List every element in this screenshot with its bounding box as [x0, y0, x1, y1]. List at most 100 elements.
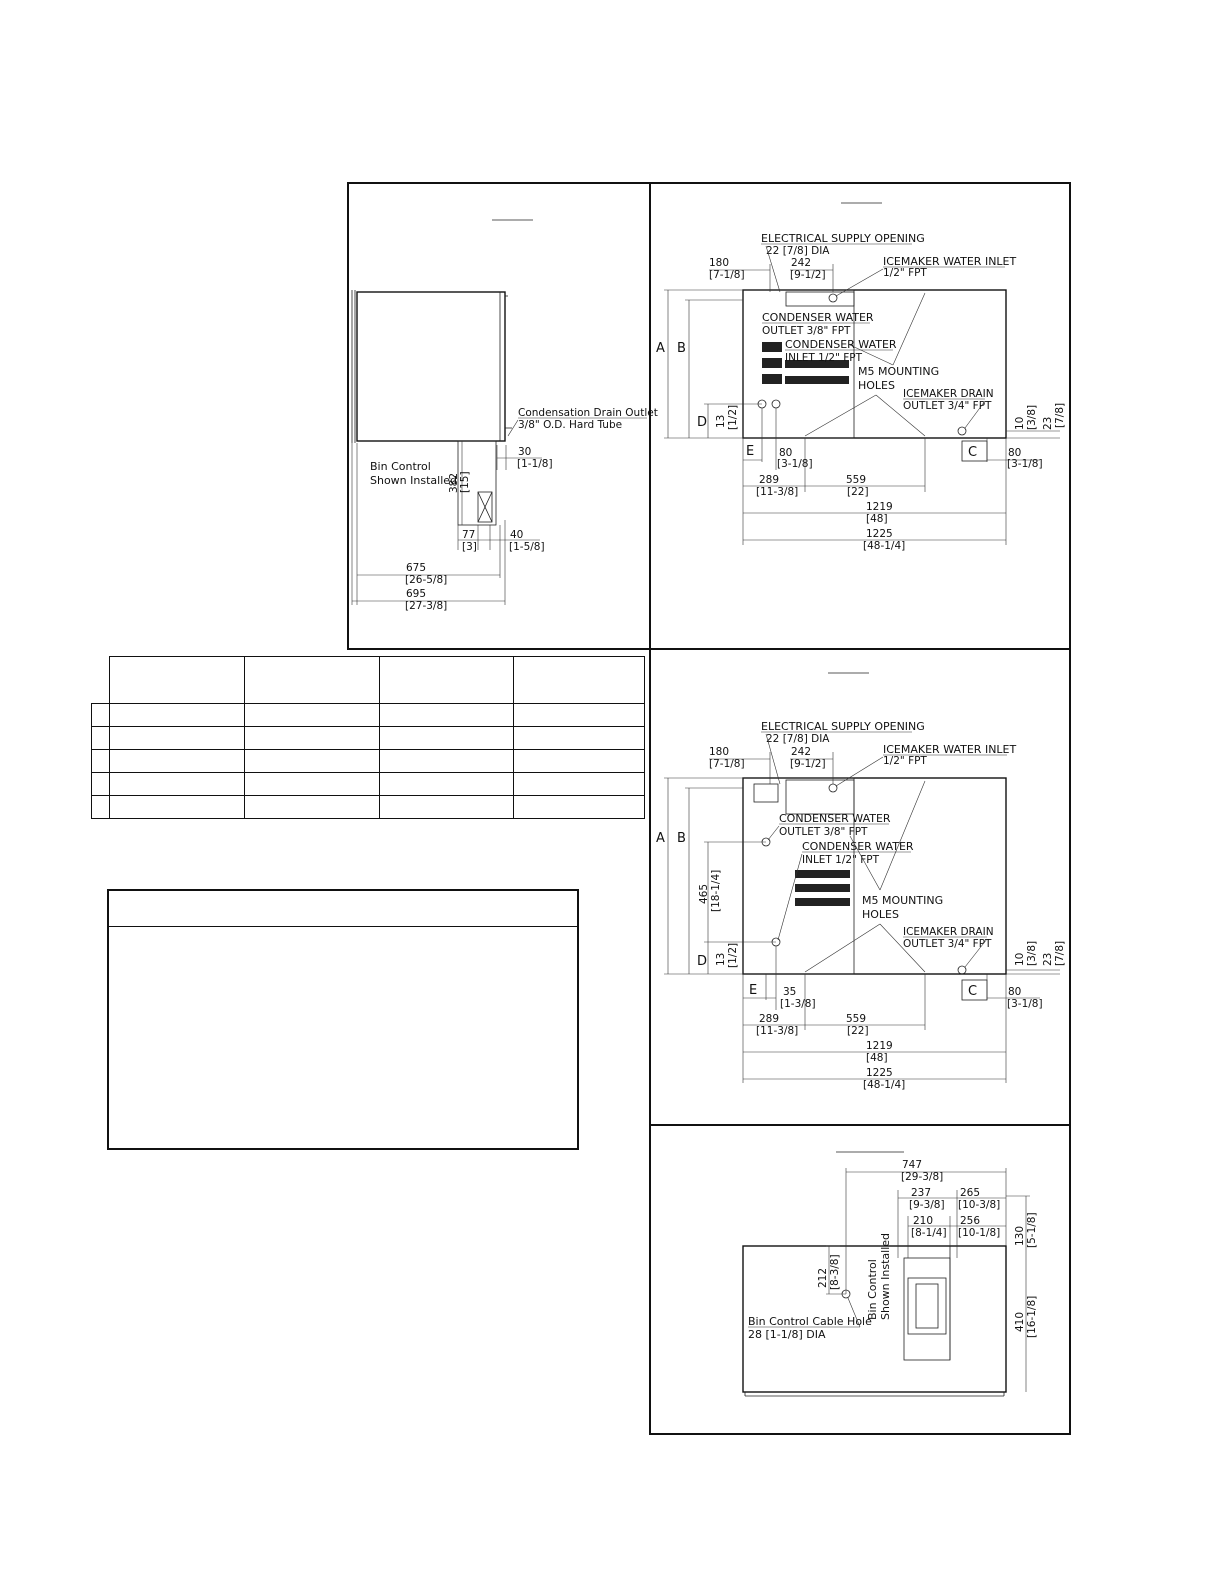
- rear2-dim-80-in: [3-1/8]: [1007, 998, 1043, 1010]
- rear2-dim-1225: 1225: [866, 1067, 893, 1079]
- rear2-dim-465: 465: [698, 884, 710, 904]
- rear1-elec-spec: 22 [7/8] DIA: [766, 245, 830, 257]
- rear1-dim-1219-in: [48]: [866, 513, 888, 525]
- rear1-cond-out-label: CONDENSER WATER: [762, 311, 874, 324]
- rear2-cond-in-spec: INLET 1/2" FPT: [802, 854, 880, 866]
- rear2-dim-289: 289: [759, 1013, 779, 1025]
- rear2-louvers: [795, 870, 850, 906]
- side-drain-spec: 3/8" O.D. Hard Tube: [518, 419, 622, 431]
- rear1-ice-inlet-label: ICEMAKER WATER INLET: [883, 255, 1017, 268]
- rear1-drain-spec: OUTLET 3/4" FPT: [903, 400, 992, 412]
- rear1-dim-289-in: [11-3/8]: [756, 486, 798, 498]
- rear1-dim-1219: 1219: [866, 501, 893, 513]
- rear1-dim-23: 23: [1042, 417, 1054, 430]
- rear2-ice-section: [742, 777, 855, 975]
- rear1-dim-242: 242: [791, 257, 811, 269]
- rear1-cond-out-spec: OUTLET 3/8" FPT: [762, 325, 851, 337]
- rear1-label-c: C: [968, 445, 977, 460]
- rear2-label-e: E: [749, 983, 757, 998]
- rear-view-1: ELECTRICAL SUPPLY OPENING 22 [7/8] DIA I…: [656, 202, 1066, 552]
- rear2-dim-465-in: [18-1/4]: [710, 870, 722, 912]
- rear2-cond-out-spec: OUTLET 3/8" FPT: [779, 826, 868, 838]
- rear1-cond-in-label: CONDENSER WATER: [785, 338, 897, 351]
- rear1-dim-559-in: [22]: [847, 486, 869, 498]
- rear2-dim-23-in: [7/8]: [1054, 941, 1066, 966]
- rear1-mount-label-2: HOLES: [858, 379, 895, 392]
- top-dim-212: 212: [817, 1268, 829, 1288]
- top-dim-410-in: [16-1/8]: [1026, 1296, 1038, 1338]
- rear2-cond-out-label: CONDENSER WATER: [779, 812, 891, 825]
- top-dim-256: 256: [960, 1215, 980, 1227]
- rear1-ice-inlet-spec: 1/2" FPT: [883, 267, 927, 279]
- rear2-label-d: D: [697, 954, 707, 969]
- side-dim-382-in: [15]: [459, 471, 471, 493]
- rear1-dim-80b: 80: [1008, 447, 1021, 459]
- rear2-mount-label-2: HOLES: [862, 908, 899, 921]
- rear1-dim-80a-in: [3-1/8]: [777, 458, 813, 470]
- rear2-ice-inlet-label: ICEMAKER WATER INLET: [883, 743, 1017, 756]
- rear2-dim-1225-in: [48-1/4]: [863, 1079, 905, 1091]
- rear1-elec-label: ELECTRICAL SUPPLY OPENING: [761, 232, 925, 245]
- rear1-label-b: B: [677, 341, 686, 356]
- notes-header: [109, 891, 577, 927]
- top-cable-spec: 28 [1-1/8] DIA: [748, 1328, 826, 1341]
- rear1-dim-23-in: [7/8]: [1054, 403, 1066, 428]
- rear2-drain-spec: OUTLET 3/4" FPT: [903, 938, 992, 950]
- rear1-dim-289: 289: [759, 474, 779, 486]
- rear1-dim-13: 13: [715, 415, 727, 428]
- rear2-dim-1219-in: [48]: [866, 1052, 888, 1064]
- rear1-dim-180: 180: [709, 257, 729, 269]
- rear1-drain-label: ICEMAKER DRAIN: [903, 388, 994, 400]
- top-dim-747: 747: [902, 1159, 922, 1171]
- side-drain-label: Condensation Drain Outlet: [518, 407, 658, 419]
- rear1-cond-in-spec: INLET 1/2" FPT: [785, 352, 863, 364]
- rear2-cond-in-label: CONDENSER WATER: [802, 840, 914, 853]
- rear2-dim-559: 559: [846, 1013, 866, 1025]
- side-dim-77-in: [3]: [462, 541, 477, 553]
- rear1-dim-13-in: [1/2]: [727, 405, 739, 430]
- side-dim-695-in: [27-3/8]: [405, 600, 447, 612]
- side-dim-40-in: [1-5/8]: [509, 541, 545, 553]
- rear2-elec-spec: 22 [7/8] DIA: [766, 733, 830, 745]
- side-dim-675: 675: [406, 562, 426, 574]
- dimension-table: [90, 656, 645, 819]
- rear1-ice-section: [742, 289, 855, 439]
- rear2-drain-label: ICEMAKER DRAIN: [903, 926, 994, 938]
- rear1-dim-1225: 1225: [866, 528, 893, 540]
- top-cable-label: Bin Control Cable Hole: [748, 1315, 872, 1328]
- rear1-mount-label: M5 MOUNTING: [858, 365, 939, 378]
- side-bin-label-2: Shown Installed: [370, 474, 457, 487]
- rear2-dim-35-in: [1-3/8]: [780, 998, 816, 1010]
- rear-view-2: ELECTRICAL SUPPLY OPENING 22 [7/8] DIA I…: [656, 672, 1066, 1091]
- rear2-dim-180: 180: [709, 746, 729, 758]
- rear2-dim-180-in: [7-1/8]: [709, 758, 745, 770]
- top-dim-410: 410: [1014, 1312, 1026, 1332]
- top-dim-130: 130: [1014, 1226, 1026, 1246]
- rear1-label-a: A: [656, 341, 665, 356]
- rear2-dim-80: 80: [1008, 986, 1021, 998]
- side-dim-77: 77: [462, 529, 475, 541]
- rear1-dim-559: 559: [846, 474, 866, 486]
- top-bin-control: [903, 1257, 951, 1361]
- notes-box: [107, 889, 579, 1150]
- rear2-dim-13: 13: [715, 953, 727, 966]
- rear1-dim-1225-in: [48-1/4]: [863, 540, 905, 552]
- side-dim-30-in: [1-1/8]: [517, 458, 553, 470]
- rear2-dim-13-in: [1/2]: [727, 943, 739, 968]
- rear2-label-a: A: [656, 831, 665, 846]
- side-bin-control: [457, 440, 497, 526]
- side-dim-30: 30: [518, 446, 531, 458]
- top-view-frame: [649, 1124, 1071, 1435]
- rear2-dim-23: 23: [1042, 953, 1054, 966]
- rear2-label-b: B: [677, 831, 686, 846]
- rear2-dim-242: 242: [791, 746, 811, 758]
- side-view: Condensation Drain Outlet 3/8" O.D. Hard…: [351, 219, 658, 612]
- rear1-label-d: D: [697, 415, 707, 430]
- top-dim-265-in: [10-3/8]: [958, 1199, 1000, 1211]
- top-cabinet: [742, 1245, 1007, 1393]
- top-dim-210: 210: [913, 1215, 933, 1227]
- rear1-dim-10-in: [3/8]: [1026, 405, 1038, 430]
- rear1-dim-180-in: [7-1/8]: [709, 269, 745, 281]
- rear1-dim-80a: 80: [779, 447, 792, 459]
- rear1-louvers: [762, 342, 849, 384]
